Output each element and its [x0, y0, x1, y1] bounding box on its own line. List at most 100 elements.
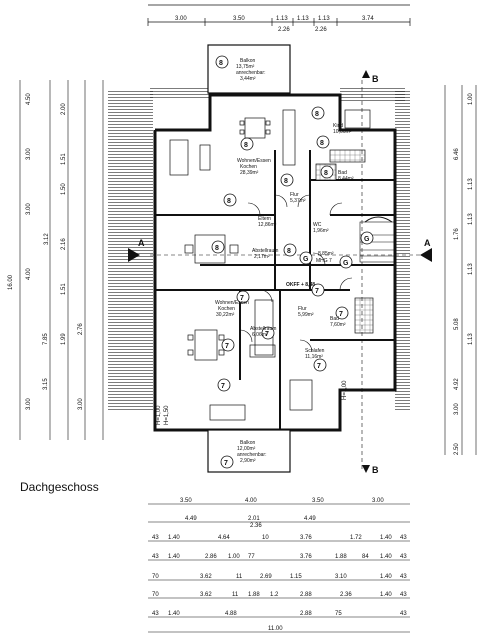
room-number-balkon-top: 8 — [219, 60, 223, 67]
right-dim-3: 1.76 — [454, 228, 460, 240]
room-balkon-top-extra2: 3,44m² — [240, 76, 256, 82]
room-abstell-top-area: 2,17m² — [254, 254, 270, 260]
room-number-wohnen-bottom-2: 7 — [225, 343, 229, 350]
left-dim-outer-5: 16.00 — [8, 274, 14, 290]
room-circles — [211, 55, 374, 469]
top-dim-sub-1: 2.26 — [278, 27, 290, 33]
doors — [239, 194, 353, 353]
bottom-row8-1: 43 — [152, 611, 159, 617]
room-number-bad-top: 8 — [320, 140, 324, 147]
bottom-row8-3: 4.88 — [225, 611, 237, 617]
bottom-row7-8: 1.40 — [380, 592, 392, 598]
room-number-schlafen: 7 — [317, 363, 321, 370]
room-schlafen-area: 11,16m² — [305, 354, 323, 360]
right-dim-texts: 1.00 6.46 1.76 5.08 4.92 3.00 2.50 1.13 … — [454, 93, 474, 455]
bottom-row5-9: 1.40 — [380, 554, 392, 560]
top-dim-4: 1.13 — [297, 16, 309, 22]
room-circle-numbers: 8 8 8 8 8 8 8 8 8 G G G 7 7 7 7 7 7 7 7 — [215, 60, 370, 467]
room-number-eltern-2: 8 — [215, 245, 219, 252]
bottom-row5-10: 43 — [400, 554, 407, 560]
right-dim-inner-2: 1.13 — [468, 213, 474, 225]
room-abstell-bottom-area: 6,06m² — [252, 332, 268, 338]
bottom-row7-4: 1.88 — [248, 592, 260, 598]
bottom-row6-5: 1.15 — [290, 574, 302, 580]
room-mhg-name: MHG 7 — [316, 258, 332, 264]
room-flur-top-area: 5,37m² — [290, 198, 306, 204]
room-wc-area: 1,96m² — [313, 228, 329, 234]
left-dimension-lines — [19, 80, 104, 440]
bottom-row6-6: 3.10 — [335, 574, 347, 580]
room-wohnen-top-extra: 28,39m² — [240, 170, 259, 176]
room-labels: Balkon 13,75m² anrechenbar: 3,44m² Wohne… — [215, 58, 354, 464]
bottom-row7-6: 2.88 — [300, 592, 312, 598]
room-wohnen-bottom-extra: 30,22m² — [216, 312, 235, 318]
room-wohnen-bottom-name: Wohnen/Essen — [215, 300, 249, 306]
top-dim-6: 3.74 — [362, 16, 374, 22]
room-wohnen-top-area: Kochen — [240, 164, 257, 170]
page-title: Dachgeschoss — [20, 480, 99, 494]
bottom-row3-1: 2.36 — [250, 523, 262, 529]
okff-label: OKFF + 8,48 — [286, 282, 315, 288]
top-dim-2: 3.50 — [233, 16, 245, 22]
bottom-row7-5: 1.2 — [270, 592, 279, 598]
bottom-row5-2: 1.40 — [168, 554, 180, 560]
room-flur-bottom-name: Flur — [298, 306, 307, 312]
bottom-row7-3: 11 — [232, 592, 239, 598]
bottom-row5-7: 1.88 — [335, 554, 347, 560]
room-balkon-top-name: Balkon — [240, 58, 256, 64]
room-flur-top-name: Flur — [290, 192, 299, 198]
bottom-row7-9: 43 — [400, 592, 407, 598]
room-kind-name: Kind — [333, 123, 343, 129]
room-number-eltern: 8 — [227, 198, 231, 205]
bottom-row4-3: 4.64 — [218, 535, 230, 541]
left-dim-outer-2: 3.00 — [26, 148, 32, 160]
height-label-3: H=1,00 — [342, 380, 348, 400]
bottom-row6-7: 1.40 — [380, 574, 392, 580]
bottom-row4-4: 10 — [262, 535, 269, 541]
right-dim-1: 1.00 — [468, 93, 474, 105]
left-dim-texts: 4.50 3.00 3.00 4.00 16.00 7.85 3.15 3.00… — [8, 93, 84, 410]
bottom-row6-3: 11 — [236, 574, 243, 580]
room-eltern-area: 12,86m² — [258, 222, 277, 228]
bottom-row8-4: 2.88 — [300, 611, 312, 617]
bottom-row5-5: 77 — [248, 554, 255, 560]
top-dim-sub-2: 2.26 — [315, 27, 327, 33]
bottom-row4-8: 43 — [400, 535, 407, 541]
interior-walls — [155, 150, 395, 430]
bottom-row5-1: 43 — [152, 554, 159, 560]
room-number-kind: 8 — [315, 111, 319, 118]
right-dim-7: 2.50 — [454, 443, 460, 455]
bottom-row2-1: 4.49 — [185, 516, 197, 522]
room-number-abstell-top: 8 — [287, 248, 291, 255]
room-abstell-bottom-name: Abstellraum — [250, 326, 276, 332]
bottom-row1-3: 3.50 — [312, 498, 324, 504]
left-dim-mid-6: 1.51 — [61, 283, 67, 295]
room-number-mhg: G — [343, 260, 349, 267]
left-dim-outer-4: 4.00 — [26, 268, 32, 280]
bottom-row6-8: 43 — [400, 574, 407, 580]
room-kind-area: 10,06m² — [333, 129, 352, 135]
left-dim-mid-5: 2.16 — [61, 238, 67, 250]
left-dim-outer-1: 4.50 — [26, 93, 32, 105]
right-dimension-lines — [444, 85, 477, 455]
bottom-row7-7: 2.36 — [340, 592, 352, 598]
left-dim-mid-8: 2.76 — [78, 323, 84, 335]
bottom-row6-2: 3.62 — [200, 574, 212, 580]
bottom-row4-7: 1.40 — [380, 535, 392, 541]
bottom-row9-1: 11.00 — [268, 626, 283, 632]
left-dim-mid-1: 2.00 — [61, 103, 67, 115]
left-dim-mid-2: 1.51 — [61, 153, 67, 165]
room-number-wohnen-bottom: 7 — [240, 295, 244, 302]
bottom-row5-3: 2.86 — [205, 554, 217, 560]
room-wohnen-top-name: Wohnen/Essen — [237, 158, 271, 164]
bottom-dimension-texts: 3.50 4.00 3.50 3.00 4.49 2.01 4.49 2.36 … — [152, 498, 407, 632]
roof-hatching — [108, 88, 410, 410]
top-dim-1: 3.00 — [175, 16, 187, 22]
section-b-bottom-label: B — [372, 465, 379, 475]
room-balkon-bottom-extra2: 2,90m² — [240, 458, 256, 464]
room-number-flur-top: 8 — [284, 178, 288, 185]
bottom-row2-3: 4.49 — [304, 516, 316, 522]
left-dim-outer-3: 3.00 — [26, 203, 32, 215]
right-dim-6: 3.00 — [454, 403, 460, 415]
